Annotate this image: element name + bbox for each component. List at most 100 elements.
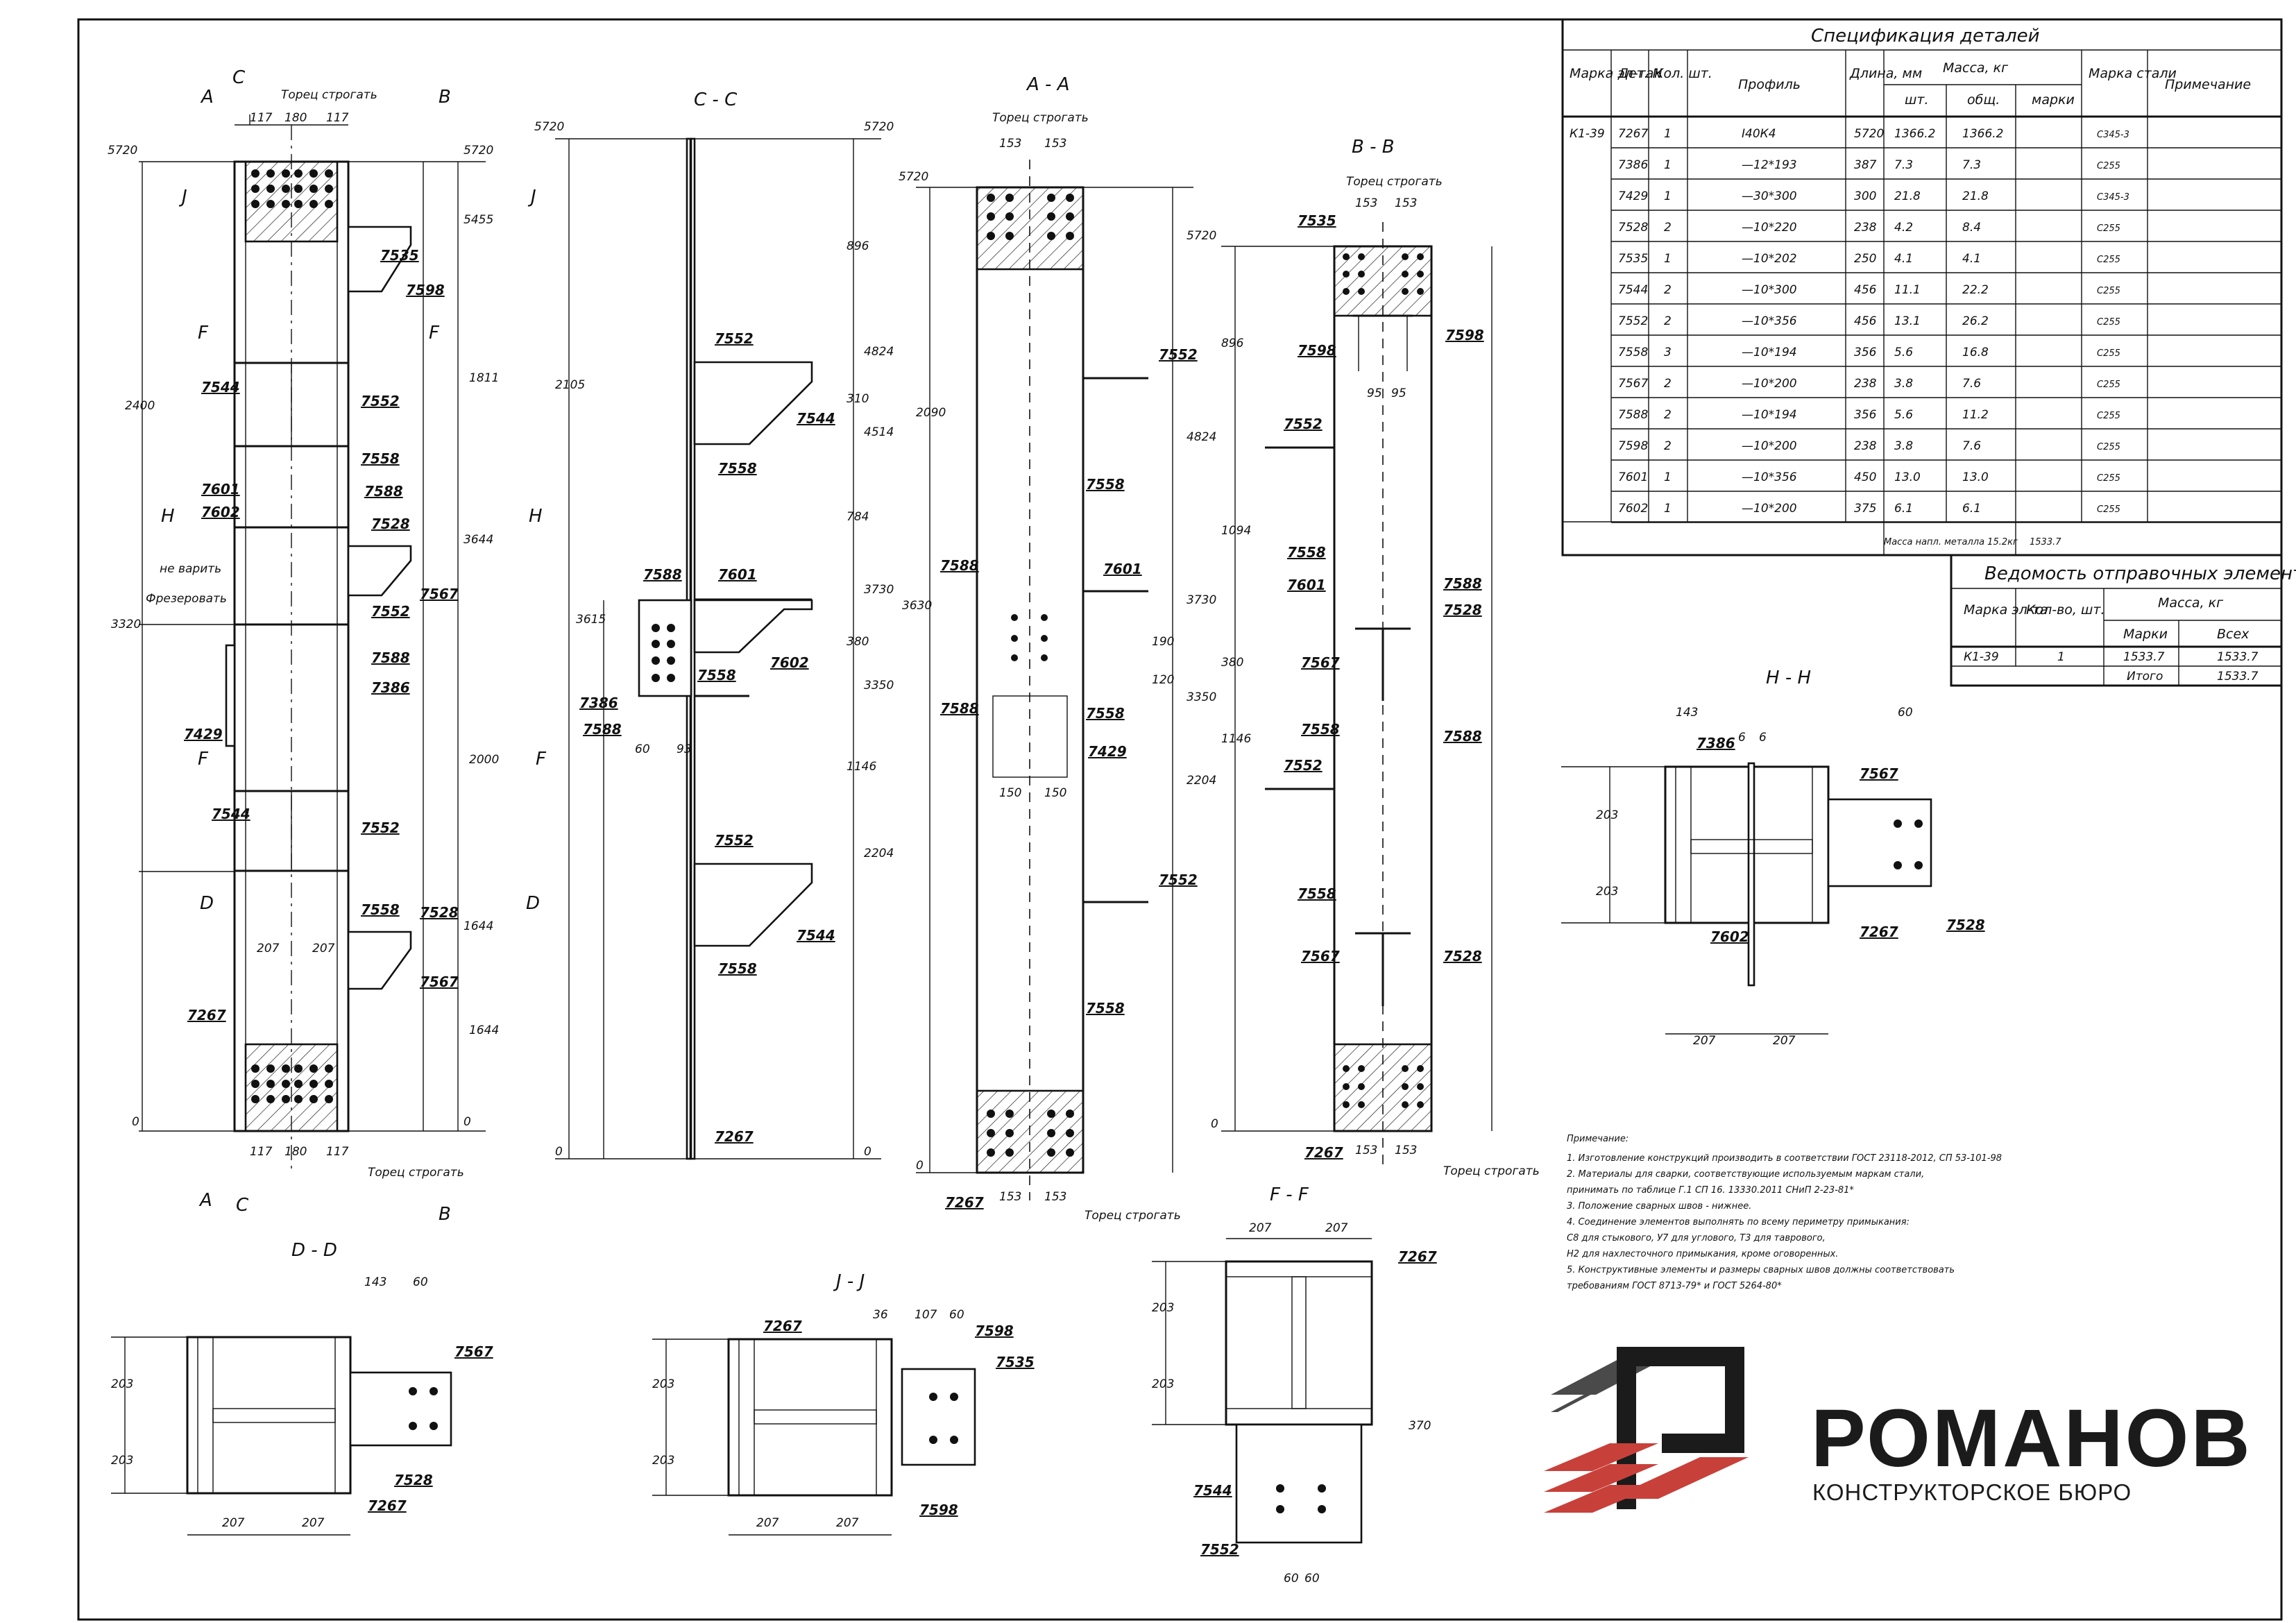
svg-text:7598: 7598 xyxy=(975,1323,1014,1339)
spec-cell-mass-pc: 3.8 xyxy=(1894,439,1913,453)
svg-text:0: 0 xyxy=(1211,1117,1218,1131)
svg-text:0: 0 xyxy=(916,1159,924,1173)
svg-text:7567: 7567 xyxy=(420,974,459,990)
svg-text:2090: 2090 xyxy=(916,406,946,420)
spec-cell-steel: С255 xyxy=(2097,255,2120,265)
spec-cell-mass-total: 11.2 xyxy=(1962,408,1989,422)
sheet-frame xyxy=(77,18,2283,1621)
svg-text:150: 150 xyxy=(1044,786,1066,800)
svg-text:5720: 5720 xyxy=(534,120,564,134)
svg-text:7528: 7528 xyxy=(394,1472,433,1488)
svg-text:203: 203 xyxy=(111,1377,133,1391)
svg-text:1: 1 xyxy=(2057,650,2065,664)
svg-text:5455: 5455 xyxy=(464,213,493,227)
svg-text:7558: 7558 xyxy=(361,901,400,918)
svg-text:Итого: Итого xyxy=(2127,670,2163,683)
svg-text:7544: 7544 xyxy=(1193,1482,1232,1499)
svg-text:7267: 7267 xyxy=(1860,924,1898,940)
plane-end-label-5: Торец строгать xyxy=(1085,1209,1181,1223)
title-jj: J - J xyxy=(833,1271,865,1292)
svg-text:7544: 7544 xyxy=(797,410,835,427)
svg-text:7386: 7386 xyxy=(1697,735,1735,751)
spec-cell-profile: —10*194 xyxy=(1742,408,1797,422)
notes-annotations: Торец строгать Торец строгать Торец стро… xyxy=(146,88,1540,1223)
spec-cell-det: 7267 xyxy=(1618,127,1648,141)
svg-text:A: A xyxy=(198,1190,212,1211)
svg-text:4514: 4514 xyxy=(864,425,894,439)
svg-text:7558: 7558 xyxy=(718,960,757,977)
svg-text:7267: 7267 xyxy=(187,1007,226,1023)
spec-cell-mass-total: 13.0 xyxy=(1962,470,1989,484)
svg-text:153: 153 xyxy=(999,1190,1021,1204)
svg-text:7552: 7552 xyxy=(1284,757,1323,774)
svg-text:896: 896 xyxy=(1221,337,1244,350)
spec-cell-mass-pc: 3.8 xyxy=(1894,377,1913,391)
svg-text:1644: 1644 xyxy=(469,1023,499,1037)
svg-text:Марки: Марки xyxy=(2123,627,2168,642)
spec-cell-steel: С255 xyxy=(2097,223,2120,234)
spec-cell-profile: —30*300 xyxy=(1742,189,1797,203)
svg-text:1811: 1811 xyxy=(469,371,499,385)
svg-text:J: J xyxy=(527,187,536,207)
svg-text:153: 153 xyxy=(999,137,1021,151)
spec-cell-length: 356 xyxy=(1854,346,1877,359)
spec-cell-steel: С255 xyxy=(2097,411,2120,421)
logo-subtitle: КОНСТРУКТОРСКОЕ БЮРО xyxy=(1812,1479,2132,1505)
svg-text:153: 153 xyxy=(1355,196,1377,210)
spec-cell-qty: 2 xyxy=(1664,408,1672,422)
ship-table: Ведомость отправочных элементов Марка эл… xyxy=(1964,563,2296,683)
svg-text:203: 203 xyxy=(1152,1377,1174,1391)
spec-cell-profile: —10*300 xyxy=(1742,283,1797,297)
svg-text:Масса, кг: Масса, кг xyxy=(2158,595,2224,611)
svg-text:5720: 5720 xyxy=(899,170,928,184)
plane-end-label-2: Торец строгать xyxy=(368,1166,464,1180)
spec-cell-mass-total: 7.3 xyxy=(1962,158,1981,172)
spec-cell-mass-total: 16.8 xyxy=(1962,346,1989,359)
note-line: принимать по таблице Г.1 СП 16. 13330.20… xyxy=(1567,1185,1854,1196)
svg-text:207: 207 xyxy=(222,1516,245,1530)
spec-cell-det: 7552 xyxy=(1618,314,1648,328)
svg-text:370: 370 xyxy=(1409,1419,1431,1433)
mill-label: Фрезеровать xyxy=(146,592,227,606)
svg-text:3350: 3350 xyxy=(864,679,894,692)
svg-text:7267: 7267 xyxy=(763,1318,802,1334)
svg-text:5720: 5720 xyxy=(108,144,137,158)
note-line: 2. Материалы для сварки, соответствующие… xyxy=(1567,1169,1924,1180)
svg-text:7544: 7544 xyxy=(212,806,250,822)
svg-text:207: 207 xyxy=(1249,1221,1272,1235)
svg-text:117: 117 xyxy=(326,1145,349,1159)
svg-text:1533.7: 1533.7 xyxy=(2217,670,2259,683)
svg-text:H: H xyxy=(529,506,543,527)
svg-text:60: 60 xyxy=(1304,1572,1320,1586)
svg-text:0: 0 xyxy=(132,1115,139,1129)
svg-text:4824: 4824 xyxy=(864,345,894,359)
svg-text:7567: 7567 xyxy=(1860,765,1898,782)
spec-cell-det: 7588 xyxy=(1618,408,1648,422)
section-jj-view xyxy=(652,1338,976,1536)
svg-text:784: 784 xyxy=(847,510,869,524)
svg-text:5720: 5720 xyxy=(464,144,493,158)
spec-cell-mass-total: 26.2 xyxy=(1962,314,1989,328)
spec-cell-qty: 1 xyxy=(1664,252,1672,266)
part-marks: 7535 7598 7544 7552 7558 7601 7602 7588 … xyxy=(184,212,1985,1558)
spec-cell-profile: —10*200 xyxy=(1742,439,1797,453)
svg-text:7558: 7558 xyxy=(697,667,736,683)
svg-text:207: 207 xyxy=(312,942,335,955)
section-cc-view xyxy=(555,137,881,1160)
svg-text:7601: 7601 xyxy=(201,481,240,498)
svg-text:Марка стали: Марка стали xyxy=(2089,66,2177,81)
svg-text:120: 120 xyxy=(1152,673,1174,687)
spec-cell-qty: 2 xyxy=(1664,221,1672,235)
spec-cell-mass-total: 8.4 xyxy=(1962,221,1981,235)
title-dd: D - D xyxy=(291,1240,337,1261)
svg-text:5720: 5720 xyxy=(1187,229,1216,243)
title-aa: A - A xyxy=(1026,74,1069,95)
svg-text:5720: 5720 xyxy=(864,120,894,134)
svg-text:7598: 7598 xyxy=(919,1502,958,1518)
svg-text:2000: 2000 xyxy=(469,753,499,767)
svg-text:203: 203 xyxy=(652,1454,674,1468)
spec-cell-mass-total: 6.1 xyxy=(1962,502,1981,516)
spec-cell-qty: 2 xyxy=(1664,377,1672,391)
svg-text:207: 207 xyxy=(756,1516,779,1530)
svg-text:203: 203 xyxy=(652,1377,674,1391)
